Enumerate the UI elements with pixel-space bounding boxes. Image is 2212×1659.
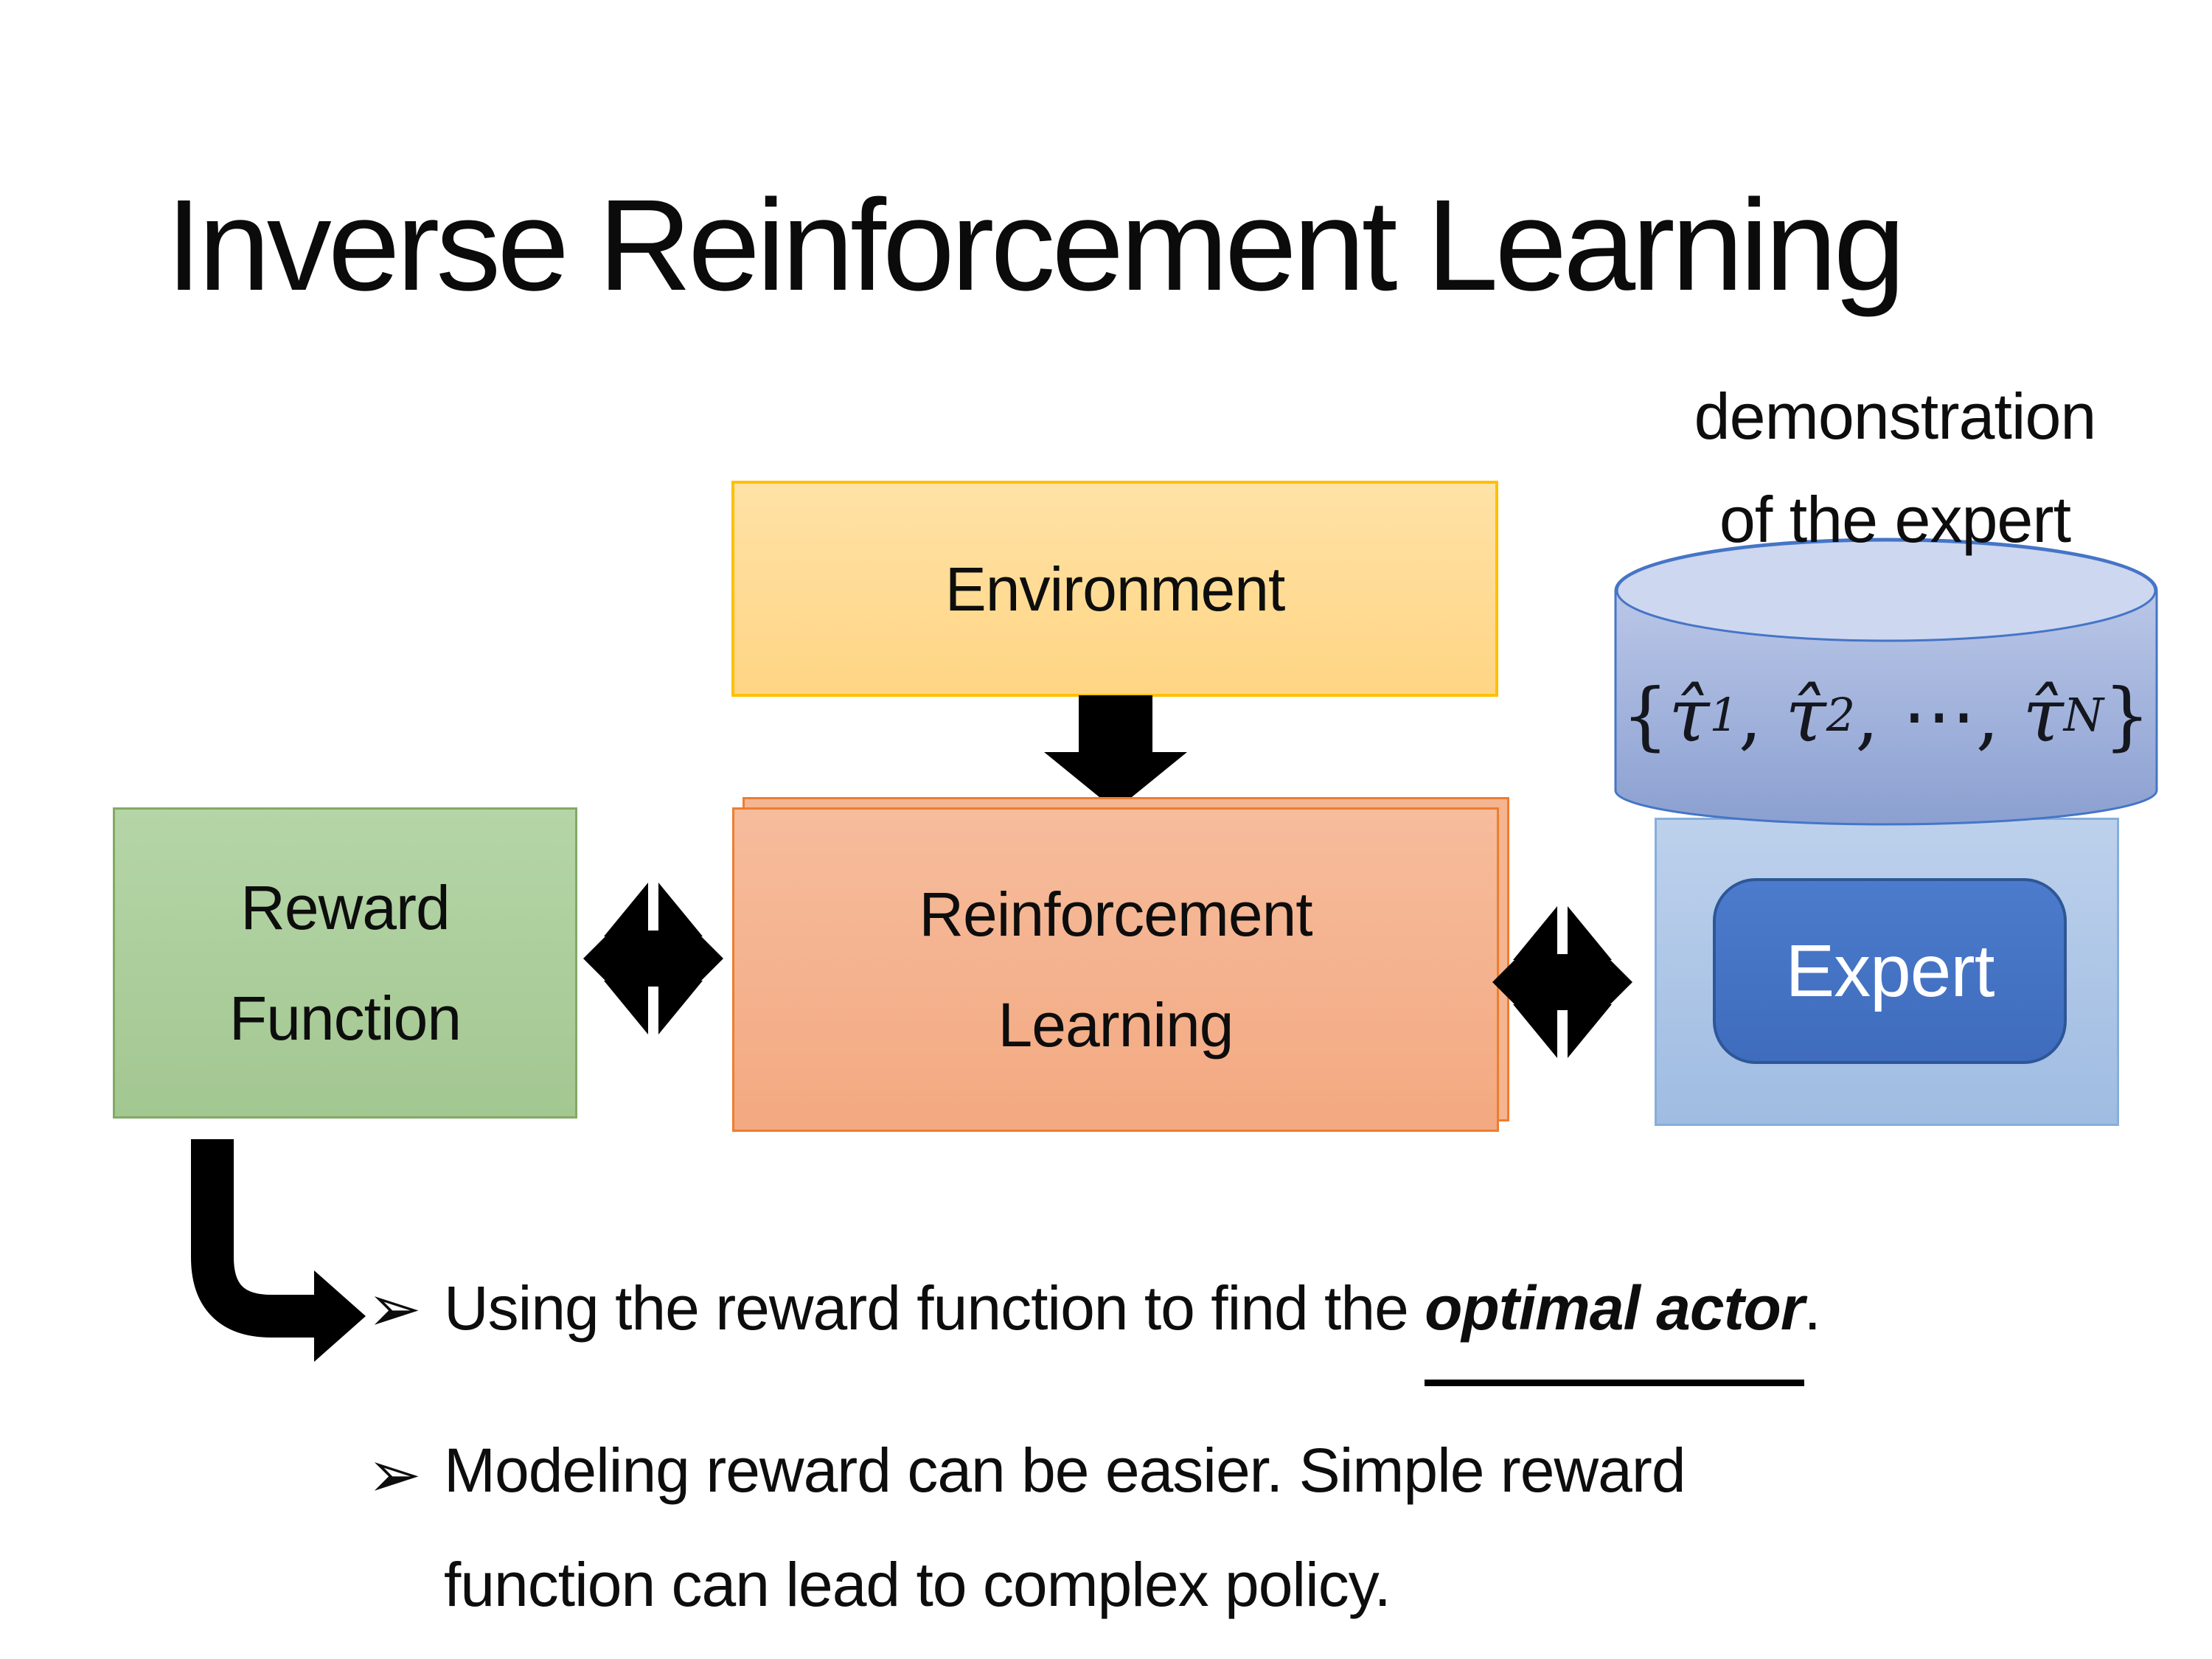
bullet-2-line1: Modeling reward can be easier. Simple re…: [444, 1436, 1686, 1505]
bullet-arrow-icon: ➢: [367, 1436, 422, 1512]
bent-arrow-icon: [191, 1139, 366, 1362]
bullet-1-pre: Using the reward function to find the: [444, 1273, 1425, 1343]
environment-box: Environment: [731, 481, 1498, 697]
expert-box: Expert: [1713, 878, 2067, 1064]
formula-sep-3: ,: [1975, 672, 2023, 759]
double-arrow-icon-left: [583, 883, 723, 1034]
bullet-arrow-icon: ➢: [367, 1270, 422, 1346]
double-arrow-icon-right: [1492, 906, 1632, 1058]
reward-function-box: Reward Function: [113, 807, 577, 1119]
bullet-1-text: Using the reward function to find the op…: [444, 1248, 1821, 1386]
formula-dots: ⋯: [1902, 672, 1976, 759]
reinforcement-learning-label: Reinforcement Learning: [919, 880, 1312, 1060]
bullet-2-text: Modeling reward can be easier. Simple re…: [444, 1413, 1686, 1642]
formula-open-brace: {: [1621, 672, 1669, 759]
bullet-1-emphasis: optimal actor: [1425, 1248, 1805, 1386]
trajectory-set-formula: {τ̂1, τ̂2, ⋯, τ̂N}: [1621, 672, 2151, 759]
bullet-list: ➢ Using the reward function to find the …: [367, 1248, 2063, 1642]
demonstration-caption: demonstration of the expert: [1607, 365, 2183, 571]
formula-sep-2: ,: [1855, 672, 1902, 759]
slide-title: Inverse Reinforcement Learning: [166, 173, 1905, 318]
tau-hat-N: τ̂: [2023, 672, 2064, 759]
environment-label: Environment: [945, 554, 1286, 624]
bullet-1-post: .: [1804, 1273, 1821, 1343]
down-arrow-icon: [1044, 695, 1187, 810]
tau-hat-1: τ̂: [1669, 672, 1710, 759]
database-cylinder-icon: [1614, 538, 2158, 826]
reward-function-label: Reward Function: [229, 873, 462, 1053]
bullet-item-2: ➢ Modeling reward can be easier. Simple …: [367, 1413, 2063, 1642]
demonstration-caption-line1: demonstration: [1694, 380, 2097, 453]
formula-sep-1: ,: [1738, 672, 1786, 759]
bullet-item-1: ➢ Using the reward function to find the …: [367, 1248, 2063, 1386]
expert-label: Expert: [1785, 929, 1994, 1012]
bullet-2-line2: function can lead to complex policy.: [444, 1550, 1391, 1619]
formula-close-brace: }: [2103, 672, 2151, 759]
demonstration-caption-line2: of the expert: [1719, 483, 2071, 556]
tau-hat-2: τ̂: [1785, 672, 1826, 759]
reinforcement-learning-box: Reinforcement Learning: [732, 807, 1499, 1132]
